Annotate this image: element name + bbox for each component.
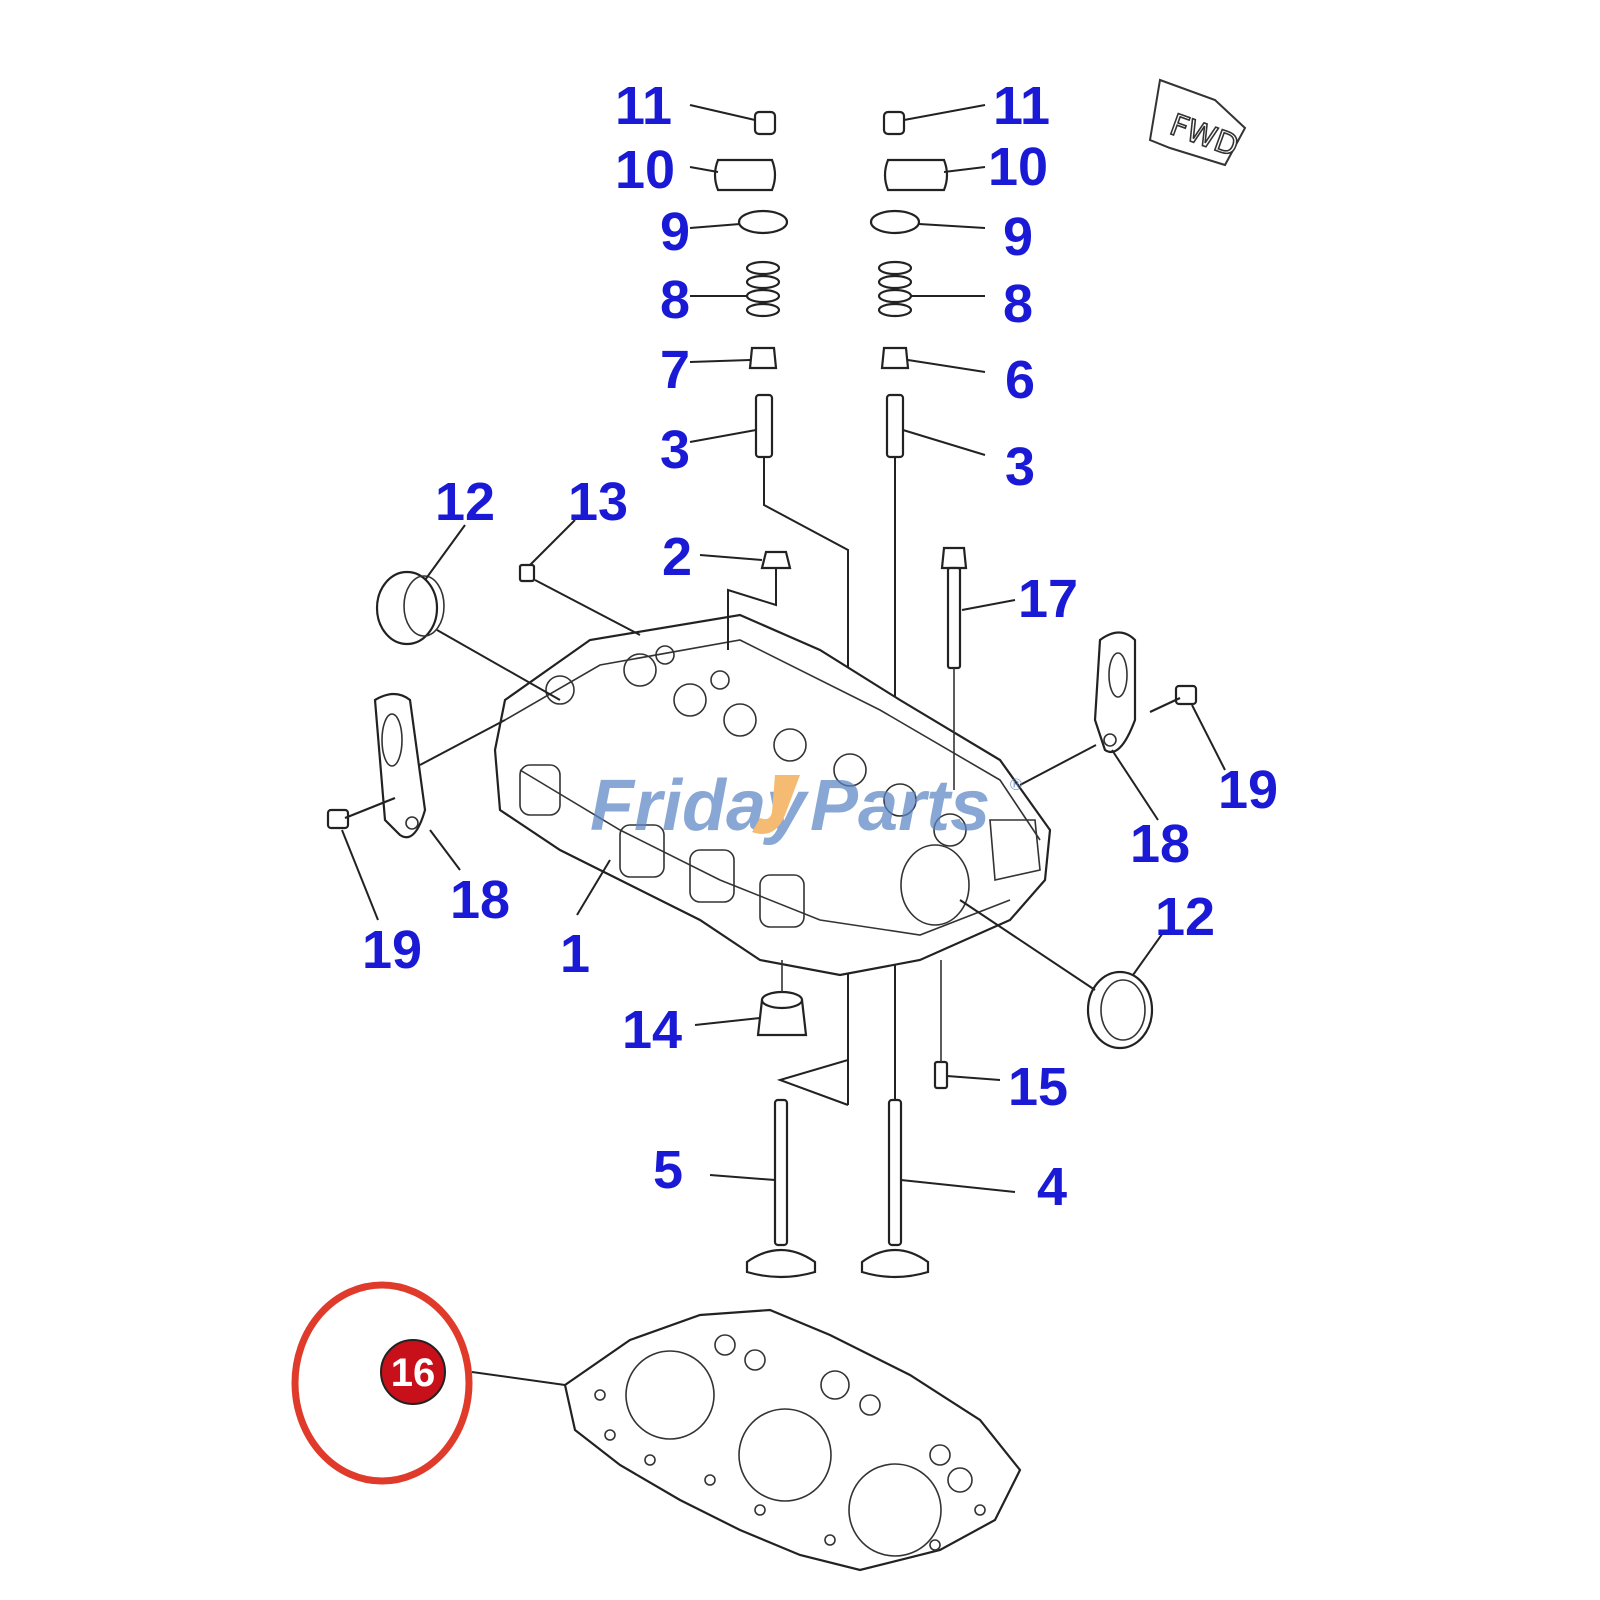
dowel-pin-15 (933, 960, 1001, 1090)
watermark-part2: Parts (810, 766, 990, 846)
left-valve-stack (713, 110, 789, 459)
label-1: 1 (560, 924, 590, 984)
lifting-hanger-right (1019, 631, 1159, 821)
bolt-19-right (1149, 684, 1226, 771)
expansion-plug-bottom (959, 899, 1166, 1050)
highlight-callout-16[interactable]: 16 (291, 1281, 473, 1485)
label-11-right: 11 (993, 76, 1050, 136)
spring-retainer-right (869, 209, 921, 235)
label-12-top: 12 (435, 472, 495, 532)
label-12-bottom: 12 (1155, 887, 1215, 947)
valve-guide-right (885, 393, 905, 459)
valve-spring-right (877, 260, 913, 318)
label-18-left: 18 (450, 870, 510, 930)
watermark-logo: Friday Parts ® (590, 766, 1024, 846)
label-10-left: 10 (615, 140, 675, 200)
label-19-right: 19 (1218, 760, 1278, 820)
label-7: 7 (660, 340, 690, 400)
stud-13 (518, 519, 641, 636)
fwd-arrow-icon: FWD (1148, 78, 1247, 167)
valve-bridge-right (883, 158, 949, 192)
label-2: 2 (662, 527, 692, 587)
label-19-left: 19 (362, 920, 422, 980)
leader-1 (576, 859, 611, 916)
highlight-ring (291, 1281, 473, 1485)
label-5: 5 (653, 1140, 683, 1200)
valve-guide-left (754, 393, 774, 459)
label-11-left: 11 (615, 76, 672, 136)
stem-seal-right (880, 346, 910, 370)
valve-bridge-left (713, 158, 777, 192)
label-17: 17 (1018, 569, 1078, 629)
callout-number: 16 (391, 1351, 436, 1395)
label-6: 6 (1005, 350, 1035, 410)
label-8-left: 8 (660, 270, 690, 330)
right-valve-stack (869, 110, 949, 459)
part-labels: 11 11 10 10 9 9 8 8 7 6 3 3 12 13 2 17 1… (362, 76, 1278, 1217)
label-10-right: 10 (988, 137, 1048, 197)
callout-badge (380, 1339, 446, 1405)
cup-seal-14 (694, 960, 808, 1037)
head-bolt-17 (940, 546, 1016, 790)
spring-retainer-left (737, 209, 789, 235)
plug-2 (699, 550, 792, 650)
label-4: 4 (1037, 1157, 1067, 1217)
watermark-mark: ® (1008, 775, 1024, 794)
label-13: 13 (568, 472, 628, 532)
valve-spring-left (745, 260, 781, 318)
label-3-left: 3 (660, 420, 690, 480)
exhaust-valve-5 (709, 1098, 817, 1279)
stem-seal-left (748, 346, 778, 370)
valve-cap-right (882, 110, 906, 136)
label-3-right: 3 (1005, 437, 1035, 497)
intake-valve-4 (860, 1098, 1016, 1279)
label-9-right: 9 (1003, 207, 1033, 267)
head-gasket-16 (471, 1308, 1022, 1572)
label-14: 14 (622, 1000, 682, 1060)
expansion-plug-top (375, 524, 561, 701)
label-9-left: 9 (660, 202, 690, 262)
valve-cap-left (753, 110, 777, 136)
label-18-right: 18 (1130, 814, 1190, 874)
watermark-j-icon (752, 775, 800, 834)
label-8-right: 8 (1003, 274, 1033, 334)
label-15: 15 (1008, 1057, 1068, 1117)
bolt-19-left (326, 796, 396, 921)
lifting-hanger-left (373, 692, 506, 871)
cylinder-head (493, 613, 1052, 977)
